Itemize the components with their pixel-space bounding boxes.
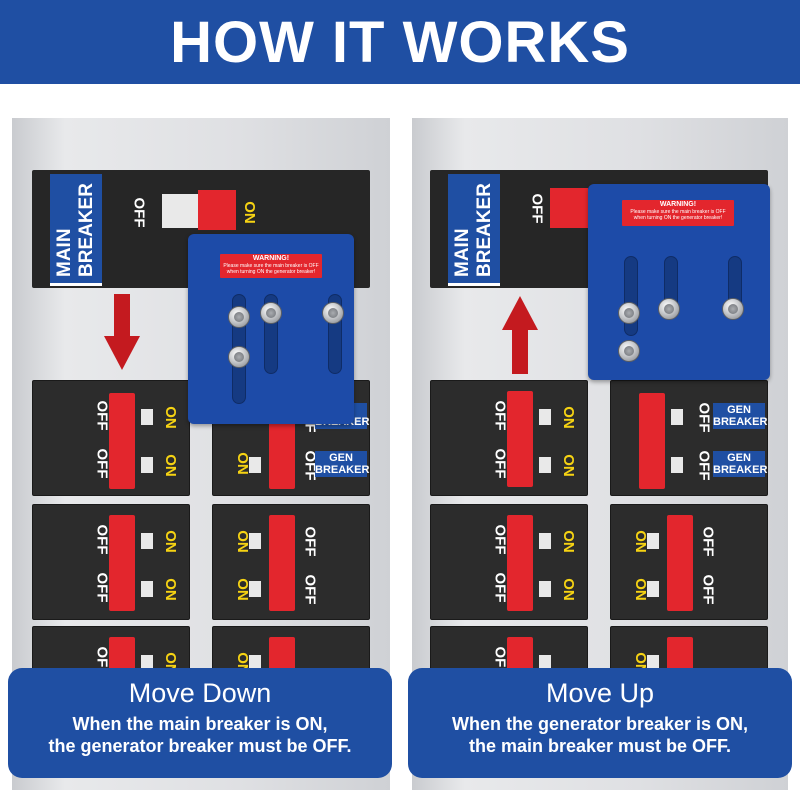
screw-icon (260, 302, 282, 324)
main-label-line1: MAIN (452, 228, 473, 277)
caption-title: Move Up (545, 678, 655, 708)
caption-line-1: When the main breaker is ON, (72, 714, 328, 734)
interlock-plate: WARNING! Please make sure the main break… (588, 184, 770, 380)
caption-move-down: Move Down When the main breaker is ON, t… (8, 668, 392, 778)
caption-line-1: When the generator breaker is ON, (451, 714, 749, 734)
header-banner: HOW IT WORKS (0, 0, 800, 84)
main-label-line1: MAIN (54, 228, 75, 277)
right-panel-illustration: MAIN BREAKER OFF OFF OFF ON ON OFF OFF O… (412, 118, 788, 790)
gen-breaker-handle-on (639, 393, 665, 489)
page-title: HOW IT WORKS (170, 9, 630, 75)
gen-breaker-tag: GEN BREAKER (713, 451, 768, 477)
breaker-right-1: OFF OFF ON ON (430, 380, 588, 496)
main-label-line2: BREAKER (474, 183, 495, 277)
screw-icon (658, 298, 680, 320)
gen-breaker-right: OFF OFF GEN BREAKER GEN BREAKER (610, 380, 768, 496)
main-on-label: ON (240, 201, 258, 224)
gen-breaker-tag: GEN BREAKER (315, 451, 370, 477)
main-switch-handle-on (198, 190, 236, 230)
breaker-right-right-2: ON ON OFF OFF (610, 504, 768, 620)
warning-sticker: WARNING! Please make sure the main break… (220, 254, 322, 278)
main-label-line2: BREAKER (76, 183, 97, 277)
main-switch-handle-off (550, 188, 588, 228)
main-off-label: OFF (528, 193, 546, 224)
breaker-left-1: OFF OFF ON ON (32, 380, 190, 496)
left-panel-illustration: MAIN BREAKER OFF ON OFF OFF ON ON OFF OF… (12, 118, 390, 790)
breaker-handle (667, 515, 693, 611)
warning-sticker: WARNING! Please make sure the main break… (622, 200, 734, 226)
breaker-left-2: OFF OFF ON ON (32, 504, 190, 620)
main-breaker-label: MAIN BREAKER (448, 174, 500, 286)
main-off-label: OFF (130, 197, 148, 228)
breaker-handle (269, 515, 295, 611)
caption-line-2: the main breaker must be OFF. (468, 736, 732, 756)
gen-breaker-tag: GEN BREAKER (713, 403, 768, 429)
caption-title: Move Down (128, 678, 272, 708)
caption-line-2: the generator breaker must be OFF. (48, 736, 352, 756)
breaker-handle (109, 515, 135, 611)
screw-icon (618, 302, 640, 324)
caption-move-up: Move Up When the generator breaker is ON… (408, 668, 792, 778)
screw-icon (228, 346, 250, 368)
screw-icon (228, 306, 250, 328)
breaker-handle (507, 391, 533, 487)
main-breaker-label: MAIN BREAKER (50, 174, 102, 286)
breaker-right-2: OFF OFF ON ON (430, 504, 588, 620)
main-switch-track (162, 194, 202, 228)
screw-icon (322, 302, 344, 324)
screw-icon (722, 298, 744, 320)
breaker-handle (507, 515, 533, 611)
breaker-handle (109, 393, 135, 489)
screw-icon (618, 340, 640, 362)
interlock-plate: WARNING! Please make sure the main break… (188, 234, 354, 424)
breaker-left-right-2: ON ON OFF OFF (212, 504, 370, 620)
